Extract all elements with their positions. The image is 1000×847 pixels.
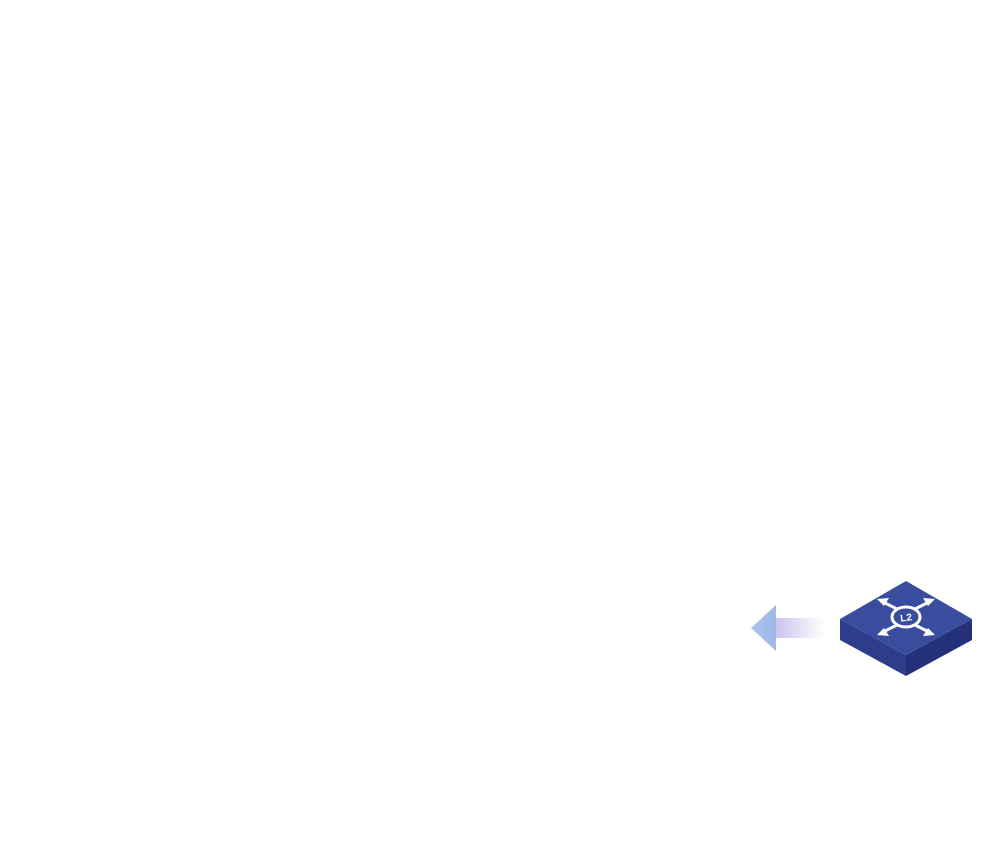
switch-label: L2 [900, 612, 914, 625]
l2-switch-icon[interactable]: L2 [840, 581, 972, 676]
arrow-tail [774, 618, 824, 638]
switch-side-right [906, 619, 972, 676]
switch-top [840, 581, 972, 655]
switch-side-left [840, 619, 906, 676]
arrow-left-icon [751, 605, 824, 651]
arrow-head [751, 605, 776, 651]
switch-symbol [877, 598, 935, 636]
